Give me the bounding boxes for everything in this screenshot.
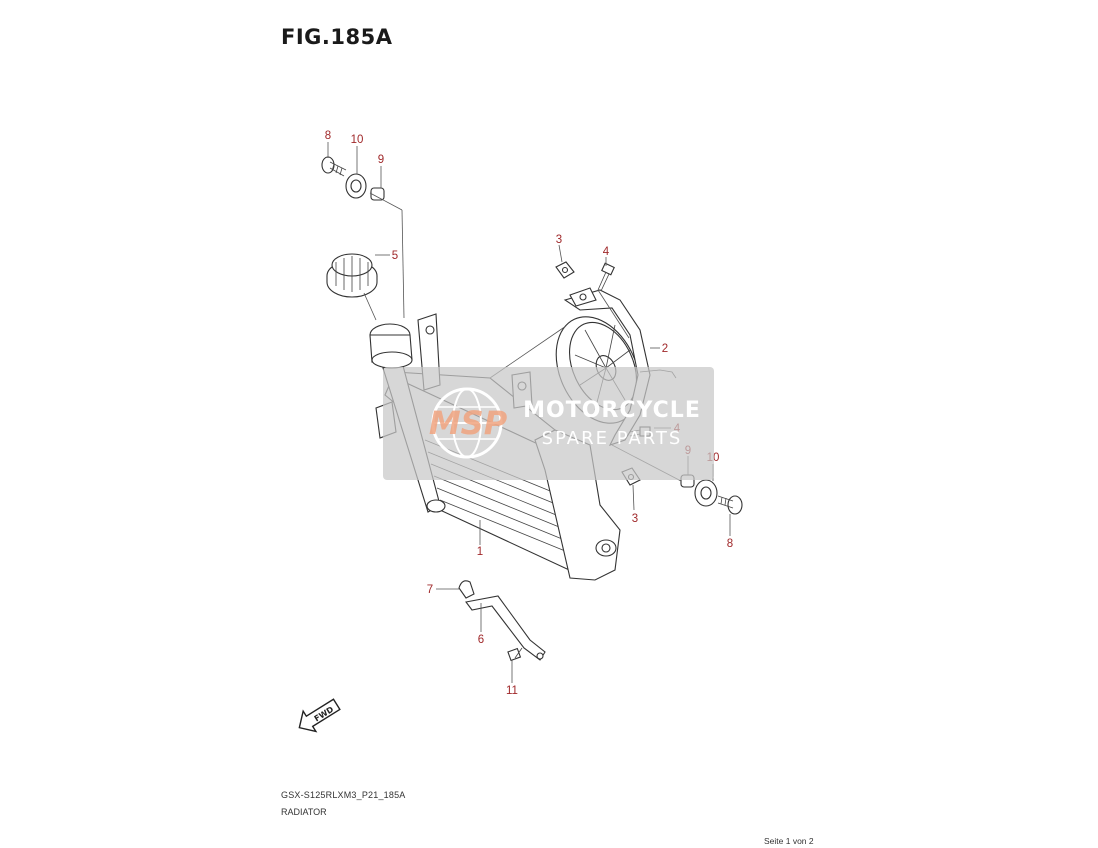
callout-8-lower: 8 (727, 538, 733, 550)
page-indicator: Seite 1 von 2 (764, 836, 814, 846)
grommet-lower[interactable] (694, 479, 718, 507)
figure-title: FIG.185A (281, 25, 393, 49)
group-name: RADIATOR (281, 807, 327, 817)
grommet-upper[interactable] (345, 173, 367, 199)
bracket-stay[interactable] (465, 595, 546, 661)
model-code: GSX-S125RLXM3_P21_185A (281, 790, 406, 800)
callout-4-upper: 4 (603, 246, 610, 258)
screw-upper[interactable] (597, 262, 615, 292)
watermark-mark: MSP (429, 404, 508, 442)
callout-7: 7 (427, 584, 433, 596)
callout-6: 6 (478, 634, 484, 646)
callout-3-upper: 3 (556, 234, 562, 246)
clip-nut-upper[interactable] (555, 261, 575, 279)
callout-11: 11 (506, 685, 518, 697)
callout-3-lower: 3 (632, 513, 638, 525)
callout-2: 2 (662, 343, 668, 355)
watermark-line1: MOTORCYCLE (523, 398, 701, 423)
hose-clamp[interactable] (458, 580, 475, 599)
callout-1: 1 (477, 546, 483, 558)
bolt-upper[interactable] (321, 156, 347, 177)
callout-9-upper: 9 (378, 154, 384, 166)
watermark: MSP MOTORCYCLE SPARE PARTS (383, 367, 714, 480)
radiator-cap[interactable] (326, 253, 378, 298)
callout-8-upper: 8 (325, 130, 331, 142)
watermark-line2: SPARE PARTS (542, 428, 683, 449)
callout-10-upper: 10 (351, 134, 364, 146)
collar-upper[interactable] (370, 187, 385, 201)
bolt-lower[interactable] (717, 495, 743, 515)
bolt-bracket[interactable] (507, 647, 523, 662)
callout-5: 5 (392, 250, 398, 262)
forward-arrow-icon: FWD (298, 698, 341, 733)
